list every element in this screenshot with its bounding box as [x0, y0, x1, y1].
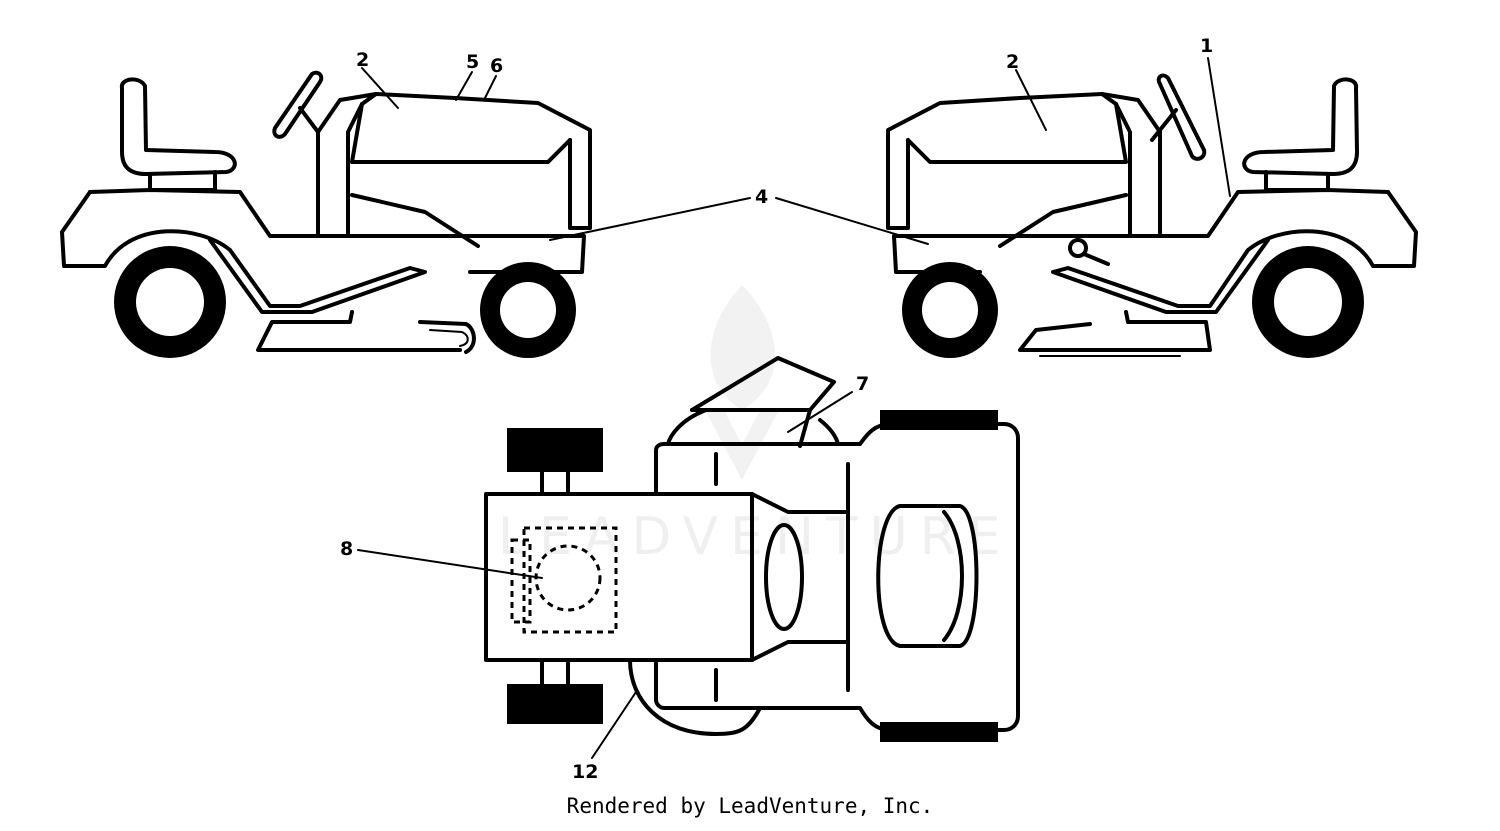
callout-5: 5 [466, 51, 479, 73]
leader-12 [591, 691, 637, 759]
leader-7 [787, 391, 853, 433]
callout-8: 8 [340, 538, 353, 560]
leader-1 [1207, 57, 1231, 197]
leadventure-watermark: LEADVENTURE [498, 285, 1013, 567]
leader-4-left [549, 197, 751, 241]
tractor-left-side-view [60, 70, 592, 358]
tractor-right-side-view [886, 73, 1418, 358]
leader-4-right [775, 197, 929, 245]
callout-1: 1 [1200, 35, 1213, 57]
rendered-by-credit: Rendered by LeadVenture, Inc. [566, 794, 934, 818]
leader-2-right [1015, 69, 1047, 131]
callout-7: 7 [856, 373, 869, 395]
callout-6: 6 [490, 55, 503, 77]
tractor-top-view [484, 356, 1020, 742]
callout-2-right: 2 [1006, 51, 1019, 73]
leader-2-left [361, 67, 399, 109]
callout-12: 12 [572, 761, 598, 783]
callout-4: 4 [755, 186, 768, 208]
leader-5 [455, 71, 473, 101]
leader-lines [357, 57, 1231, 759]
watermark-text: LEADVENTURE [498, 507, 1013, 567]
leader-6 [483, 75, 497, 101]
callout-2-left: 2 [356, 49, 369, 71]
leader-8 [357, 549, 543, 579]
